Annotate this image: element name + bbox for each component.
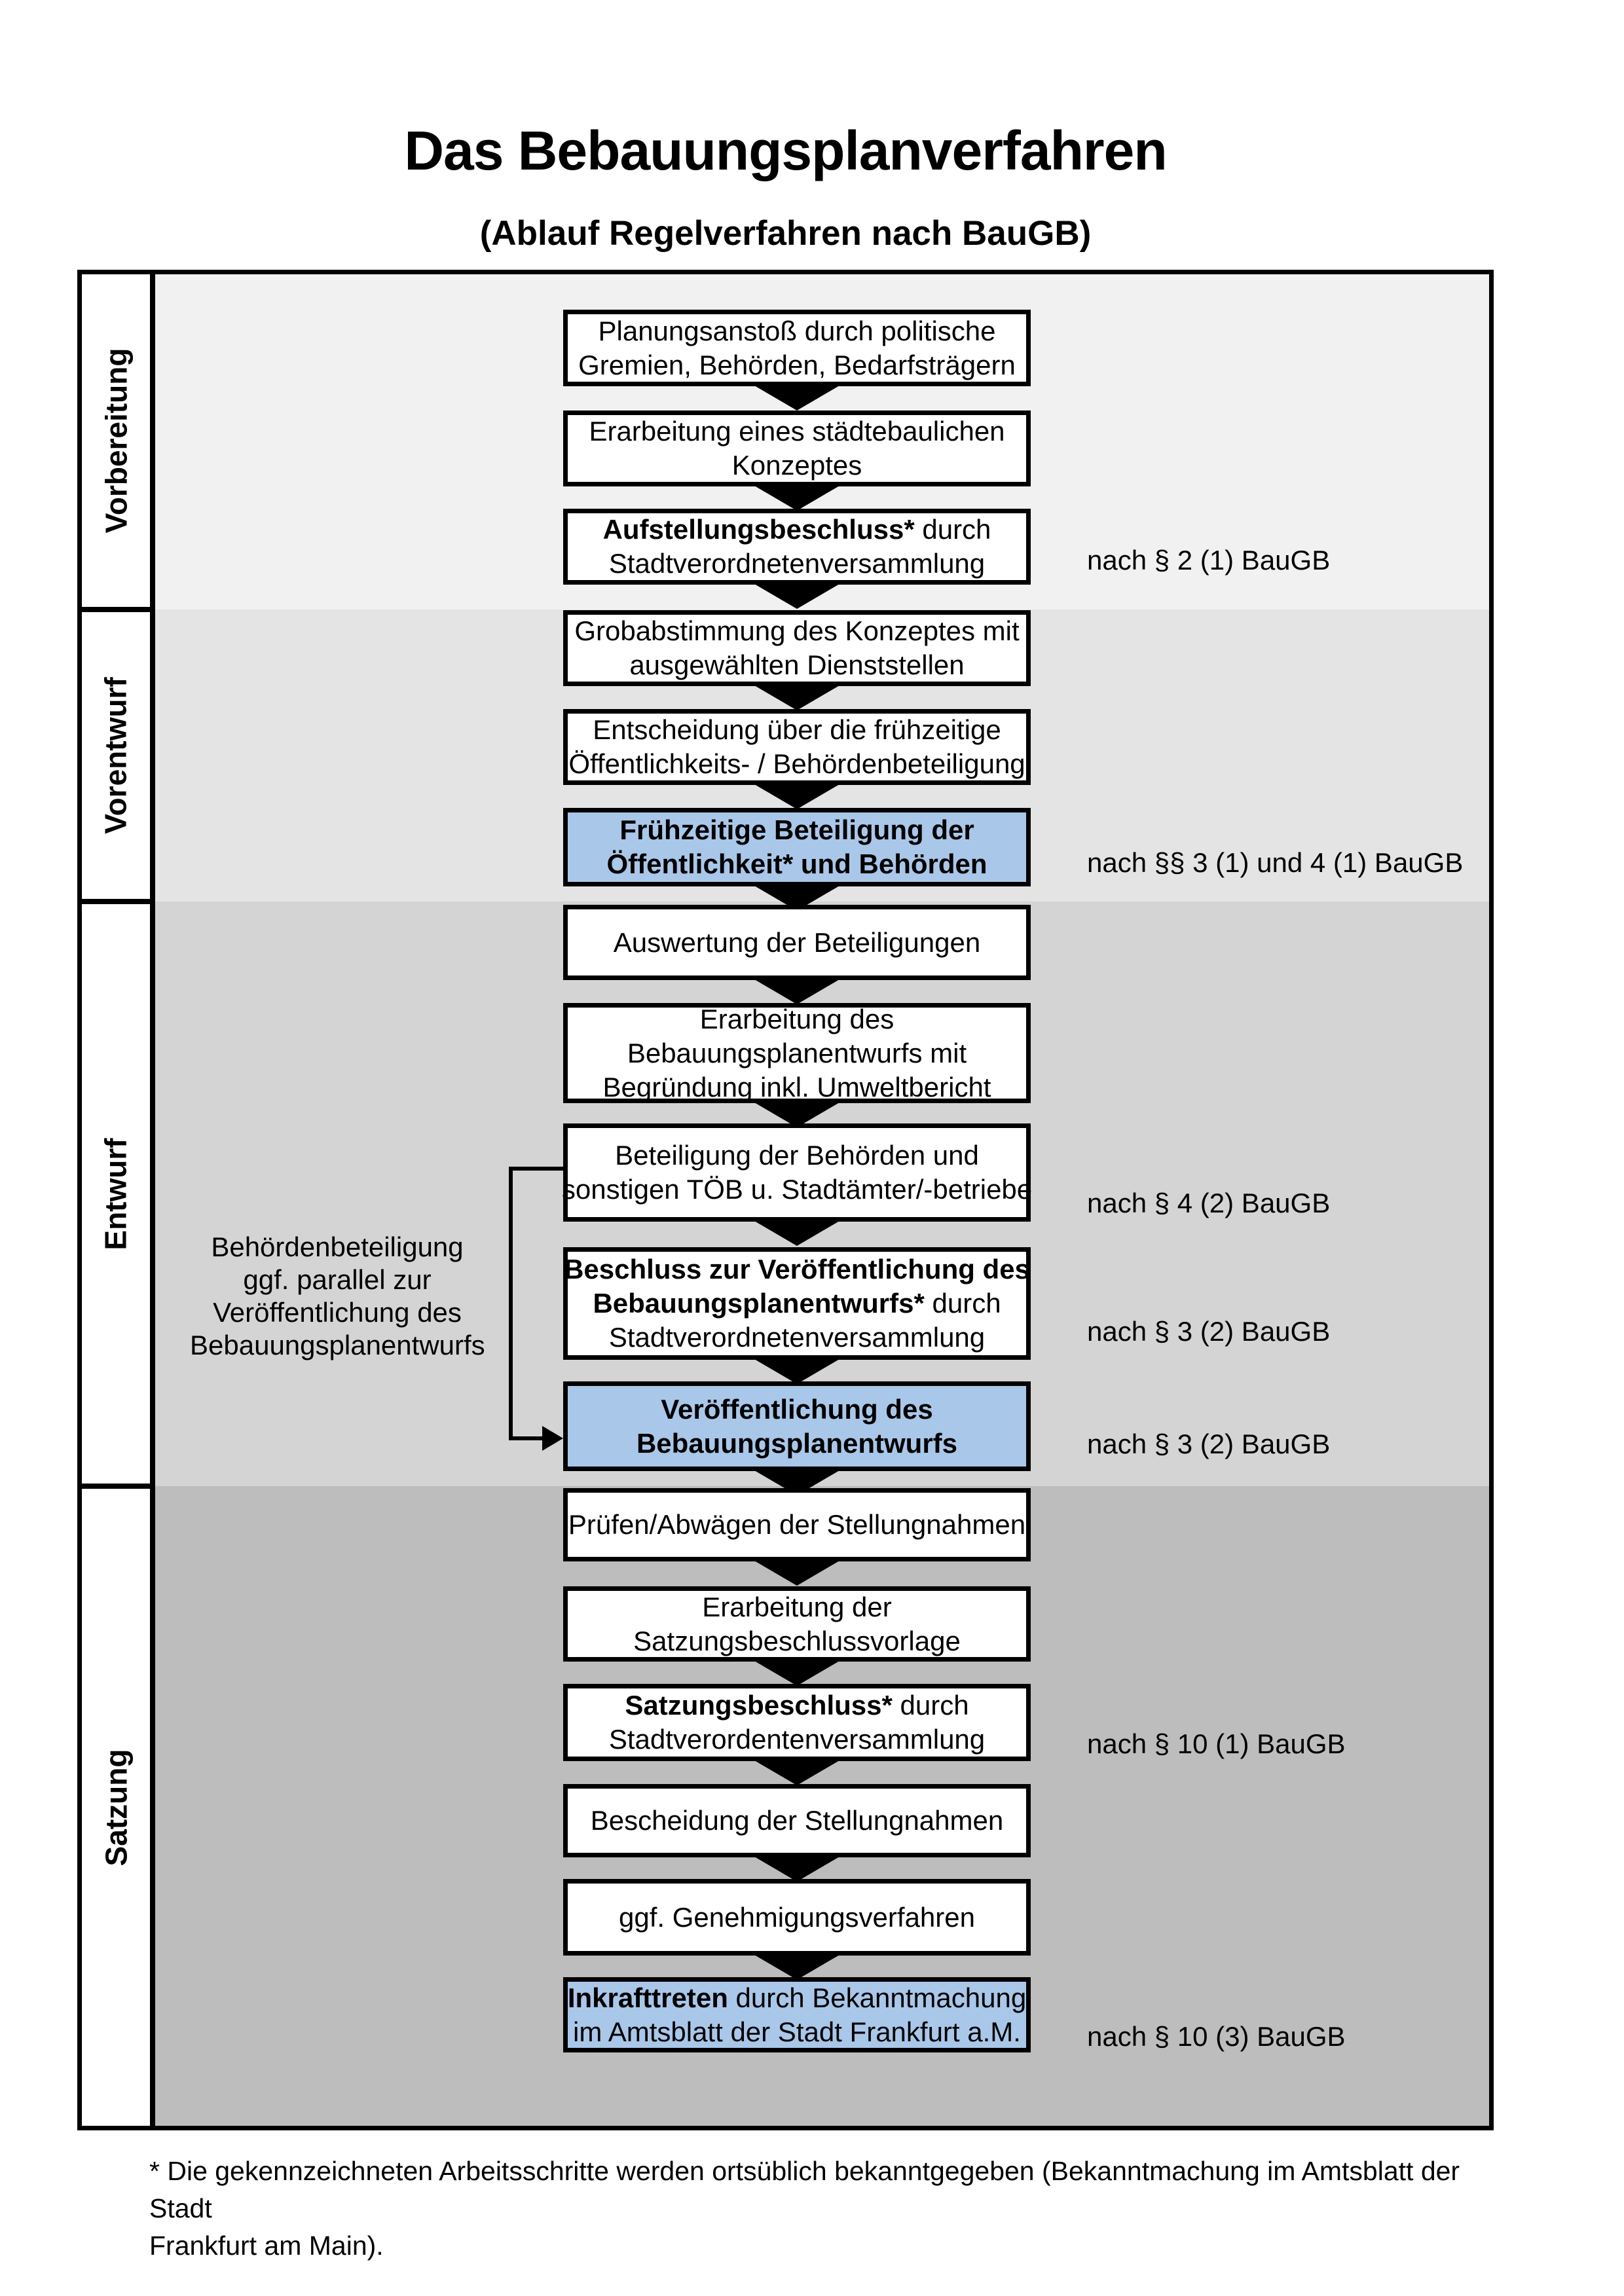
legal-note-fruehzeitige-beteiligung: nach §§ 3 (1) und 4 (1) BauGB: [1087, 847, 1464, 878]
step-genehmigungsverfahren: ggf. Genehmigungsverfahren: [563, 1879, 1031, 1956]
down-arrow-icon: [754, 386, 840, 410]
legal-note-behoerdenbeteiligung: nach § 4 (2) BauGB: [1087, 1188, 1331, 1218]
step-text: Öffentlichkeits- / Behördenbeteiligung: [568, 748, 1025, 779]
down-arrow-icon: [754, 1102, 840, 1127]
footnote-line: * Die gekennzeichneten Arbeitsschritte w…: [149, 2156, 1460, 2223]
step-pruefen-abwaegen: Prüfen/Abwägen der Stellungnahmen: [563, 1488, 1031, 1561]
step-text: Bescheidung der Stellungnahmen: [590, 1805, 1004, 1836]
phase-divider-1: [82, 607, 155, 612]
page-title: Das Bebauungsplanverfahren: [404, 120, 1167, 181]
down-arrow-icon: [754, 1221, 840, 1246]
step-text: durch Bekanntmachung: [728, 1982, 1027, 2013]
step-veroeffentlichung: Veröffentlichung des Bebauungsplanentwur…: [563, 1381, 1031, 1471]
step-auswertung: Auswertung der Beteiligungen: [563, 905, 1031, 980]
step-text: durch: [892, 1690, 969, 1721]
step-inkrafttreten: Inkrafttreten durch Bekanntmachung im Am…: [563, 1977, 1031, 2052]
step-text: Beschluss zur Veröffentlichung des: [564, 1254, 1030, 1285]
step-text: durch: [924, 1288, 1001, 1319]
step-text: Inkrafttreten durch Bekanntmachung: [568, 1981, 1026, 2015]
step-text: ggf. Genehmigungsverfahren: [618, 1901, 975, 1933]
step-text: Stadtverordentenversammlung: [608, 1724, 986, 1755]
bracket-line-bottom: [509, 1436, 547, 1440]
step-satzungsbeschlussvorlage: Erarbeitung der Satzungsbeschlussvorlage: [563, 1586, 1031, 1662]
legal-note-veroeffentlichung: nach § 3 (2) BauGB: [1087, 1429, 1331, 1459]
step-text: Veröffentlichung des: [661, 1393, 933, 1425]
step-text: Erarbeitung der: [702, 1591, 892, 1622]
step-text: Konzeptes: [731, 450, 862, 481]
side-note-line: Bebauungsplanentwurfs: [190, 1330, 485, 1360]
phase-divider-3: [82, 1484, 155, 1489]
step-fruehzeitige-beteiligung: Frühzeitige Beteiligung der Öffentlichke…: [563, 808, 1031, 886]
step-planungsanstoss: Planungsanstoß durch politische Gremien,…: [563, 310, 1031, 386]
step-text: Grobabstimmung des Konzeptes mit: [574, 615, 1020, 646]
legal-note-aufstellungsbeschluss: nach § 2 (1) BauGB: [1087, 545, 1331, 575]
step-text: im Amtsblatt der Stadt Frankfurt a.M.: [573, 2016, 1021, 2047]
down-arrow-icon: [754, 784, 840, 809]
down-arrow-icon: [754, 1955, 840, 1980]
step-grobabstimmung: Grobabstimmung des Konzeptes mit ausgewä…: [563, 610, 1031, 686]
diagram-frame: [77, 270, 1494, 2130]
side-note-parallel: Behördenbeteiligung ggf. parallel zur Ve…: [190, 1231, 485, 1362]
step-aufstellungsbeschluss: Aufstellungsbeschluss* durch Stadtverord…: [563, 509, 1031, 585]
step-bescheidung: Bescheidung der Stellungnahmen: [563, 1784, 1031, 1857]
step-satzungsbeschluss: Satzungsbeschluss* durch Stadtverordente…: [563, 1684, 1031, 1761]
bracket-line-vertical: [509, 1167, 513, 1438]
step-text: Erarbeitung des: [699, 1003, 895, 1034]
step-text: Begründung inkl. Umweltbericht: [602, 1071, 991, 1102]
step-text: Planungsanstoß durch politische: [598, 315, 996, 346]
side-note-line: Veröffentlichung des: [213, 1297, 462, 1328]
down-arrow-icon: [754, 979, 840, 1004]
step-text: durch: [914, 514, 991, 545]
step-staedtebauliches-konzept: Erarbeitung eines städtebaulichen Konzep…: [563, 410, 1031, 486]
side-note-line: Behördenbeteiligung: [211, 1231, 464, 1262]
step-text: Erarbeitung eines städtebaulichen: [589, 416, 1005, 446]
phase-divider-2: [82, 899, 155, 904]
down-arrow-icon: [754, 1760, 840, 1785]
footnote: * Die gekennzeichneten Arbeitsschritte w…: [149, 2153, 1508, 2265]
down-arrow-icon: [754, 685, 840, 710]
legal-note-beschluss: nach § 3 (2) BauGB: [1087, 1316, 1331, 1347]
step-beschluss-veroeffentlichung: Beschluss zur Veröffentlichung des Bebau…: [563, 1247, 1031, 1360]
step-text: Prüfen/Abwägen der Stellungnahmen: [568, 1509, 1026, 1540]
step-text-bold: Aufstellungsbeschluss*: [602, 514, 915, 545]
step-text: Aufstellungsbeschluss* durch: [603, 513, 991, 547]
side-note-line: ggf. parallel zur: [243, 1264, 432, 1295]
phase-label-column: [82, 274, 150, 2126]
step-text-bold: Satzungsbeschluss*: [625, 1690, 893, 1721]
down-arrow-icon: [754, 1661, 840, 1686]
down-arrow-icon: [754, 1857, 840, 1882]
step-text: Bebauungsplanentwurfs mit: [627, 1037, 967, 1068]
step-behoerdenbeteiligung: Beteiligung der Behörden und sonstigen T…: [561, 1123, 1033, 1222]
step-text: Entscheidung über die frühzeitige: [593, 714, 1001, 745]
down-arrow-icon: [754, 584, 840, 609]
down-arrow-icon: [754, 1359, 840, 1384]
step-text: Satzungsbeschlussvorlage: [633, 1625, 961, 1656]
footnote-line: Frankfurt am Main).: [149, 2231, 384, 2261]
step-text: Bebauungsplanentwurfs* durch: [593, 1286, 1001, 1321]
step-text: Auswertung der Beteiligungen: [613, 926, 981, 958]
step-entscheidung-beteiligung: Entscheidung über die frühzeitige Öffent…: [563, 709, 1031, 785]
step-text: Bebauungsplanentwurfs: [636, 1427, 958, 1459]
step-text: Gremien, Behörden, Bedarfsträgern: [578, 349, 1016, 380]
legal-note-satzungsbeschluss: nach § 10 (1) BauGB: [1087, 1728, 1346, 1759]
bracket-line-top: [509, 1167, 563, 1171]
step-text: ausgewählten Dienststellen: [629, 649, 965, 680]
step-text-bold: Bebauungsplanentwurfs*: [593, 1288, 925, 1319]
step-text: Stadtverordnetenversammlung: [608, 548, 986, 579]
down-arrow-icon: [754, 486, 840, 511]
step-text-bold: Inkrafttreten: [567, 1982, 728, 2013]
step-text: sonstigen TÖB u. Stadtämter/-betriebe: [561, 1174, 1033, 1205]
step-text: Frühzeitige Beteiligung der: [619, 814, 974, 845]
step-text: Beteiligung der Behörden und: [615, 1140, 979, 1171]
page-subtitle: (Ablauf Regelverfahren nach BauGB): [479, 214, 1092, 253]
step-text: Öffentlichkeit* und Behörden: [606, 848, 987, 879]
legal-note-inkrafttreten: nach § 10 (3) BauGB: [1087, 2021, 1346, 2052]
step-erarbeitung-entwurf: Erarbeitung des Bebauungsplanentwurfs mi…: [563, 1003, 1031, 1103]
right-arrowhead-icon: [542, 1426, 563, 1451]
step-text: Satzungsbeschluss* durch: [625, 1688, 969, 1722]
down-arrow-icon: [754, 1561, 840, 1586]
label-column-divider: [150, 274, 155, 2126]
step-text: Stadtverordnetenversammlung: [608, 1322, 986, 1353]
